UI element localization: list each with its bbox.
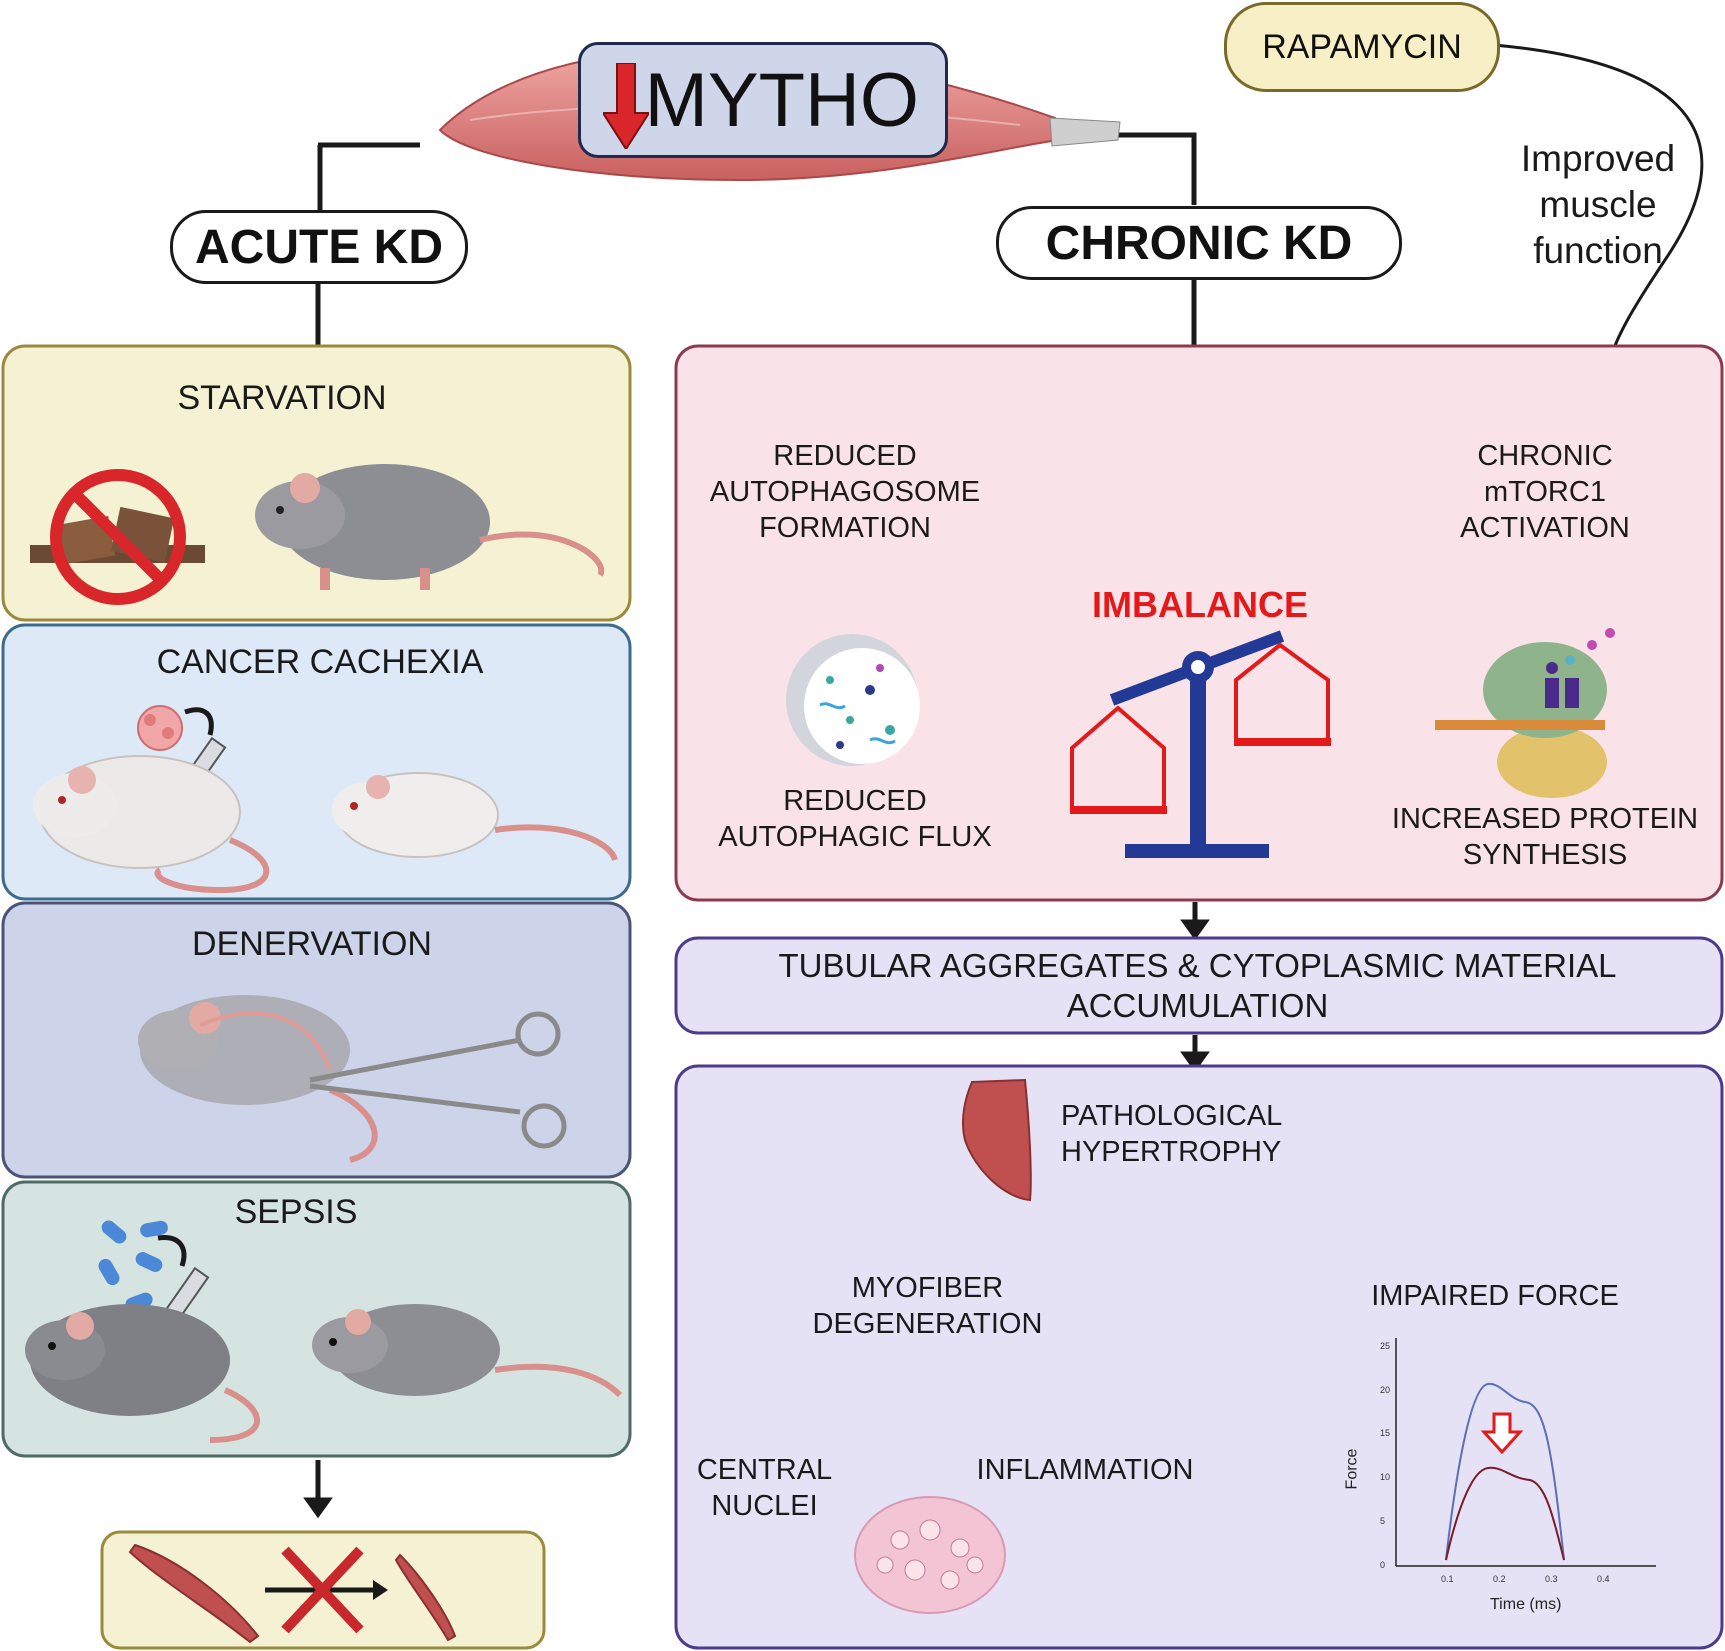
- y-tick-label: 0: [1380, 1560, 1386, 1570]
- chronic-kd-pill: CHRONIC KD: [996, 206, 1402, 280]
- pathological-hypertrophy-label: PATHOLOGICAL HYPERTROPHY: [1061, 1100, 1282, 1168]
- central-nuclei-label: CENTRAL NUCLEI: [696, 1454, 833, 1522]
- mytho-title: MYTHO: [644, 57, 919, 143]
- time-axis-label: Time (ms): [1490, 1596, 1562, 1613]
- denervation-mouse-icon: [138, 995, 378, 1163]
- sepsis-mouse-before-icon: [25, 1304, 260, 1443]
- no-food-icon: [30, 469, 205, 605]
- autophagosome-icon: [786, 634, 920, 766]
- down-arrow-icon: [601, 62, 651, 167]
- reduced-autophagosome-label: REDUCED AUTOPHAGOSOME FORMATION: [709, 440, 981, 544]
- imbalance-scale-icon: [1070, 630, 1331, 858]
- chronic-mechanism-panel: [674, 344, 1724, 902]
- x-tick-label: 0.2: [1493, 1574, 1506, 1584]
- imbalance-label: IMBALANCE: [1092, 584, 1308, 625]
- x-tick-label: 0.3: [1545, 1574, 1558, 1584]
- reduced-autophagic-flux-label: REDUCED AUTOPHAGIC FLUX: [718, 785, 992, 853]
- starvation-label: STARVATION: [177, 379, 387, 417]
- sepsis-label: SEPSIS: [234, 1193, 358, 1231]
- y-tick-label: 25: [1380, 1340, 1391, 1351]
- myofiber-degeneration-label: MYOFIBER DEGENERATION: [812, 1272, 1043, 1340]
- cachexia-mouse-after-icon: [332, 772, 618, 862]
- mytho-title-box: MYTHO: [578, 42, 948, 158]
- sepsis-mouse-after-icon: [312, 1304, 623, 1398]
- starvation-mouse-icon: [255, 464, 605, 590]
- force-chart: [1395, 1338, 1656, 1567]
- y-tick-label: 5: [1380, 1516, 1386, 1527]
- y-tick-label: 10: [1380, 1472, 1391, 1483]
- force-curves: [1445, 1382, 1565, 1561]
- rapamycin-badge: RAPAMYCIN: [1224, 2, 1500, 92]
- chronic-mtorc1-label: CHRONIC mTORC1 ACTIVATION: [1460, 440, 1630, 544]
- y-tick-label: 15: [1380, 1428, 1391, 1439]
- blocked-atrophy-icon: [128, 1543, 457, 1644]
- x-tick-label: 0.1: [1441, 1574, 1454, 1584]
- impaired-force-label: IMPAIRED FORCE: [1371, 1280, 1619, 1312]
- improved-muscle-function-label: Improved muscle function: [1520, 138, 1676, 271]
- y-tick-label: 20: [1380, 1384, 1391, 1395]
- force-drop-arrow-icon: [1480, 1412, 1524, 1455]
- denervation-label: DENERVATION: [192, 925, 432, 963]
- hypertrophy-muscle-icon: [962, 1078, 1032, 1202]
- control-force-curve: [1445, 1382, 1565, 1561]
- tubular-aggregates-panel: [674, 936, 1724, 1035]
- tubular-aggregates-label: TUBULAR AGGREGATES & CYTOPLASMIC MATERIA…: [778, 947, 1617, 1024]
- x-tick-label: 0.4: [1597, 1574, 1610, 1584]
- cachexia-mouse-before-icon: [33, 755, 270, 894]
- inflammation-label: INFLAMMATION: [976, 1454, 1194, 1486]
- acute-kd-pill: ACUTE KD: [170, 210, 468, 284]
- ribosome-icon: [1435, 628, 1615, 798]
- tissue-section-icon: [854, 1496, 1006, 1614]
- kd-force-curve: [1445, 1466, 1565, 1561]
- increased-protein-synthesis-label: INCREASED PROTEIN SYNTHESIS: [1391, 803, 1699, 871]
- forceps-icon: [309, 1011, 567, 1149]
- force-axis-label: Force: [1343, 1448, 1361, 1490]
- cancer-cachexia-label: CANCER CACHEXIA: [156, 643, 484, 681]
